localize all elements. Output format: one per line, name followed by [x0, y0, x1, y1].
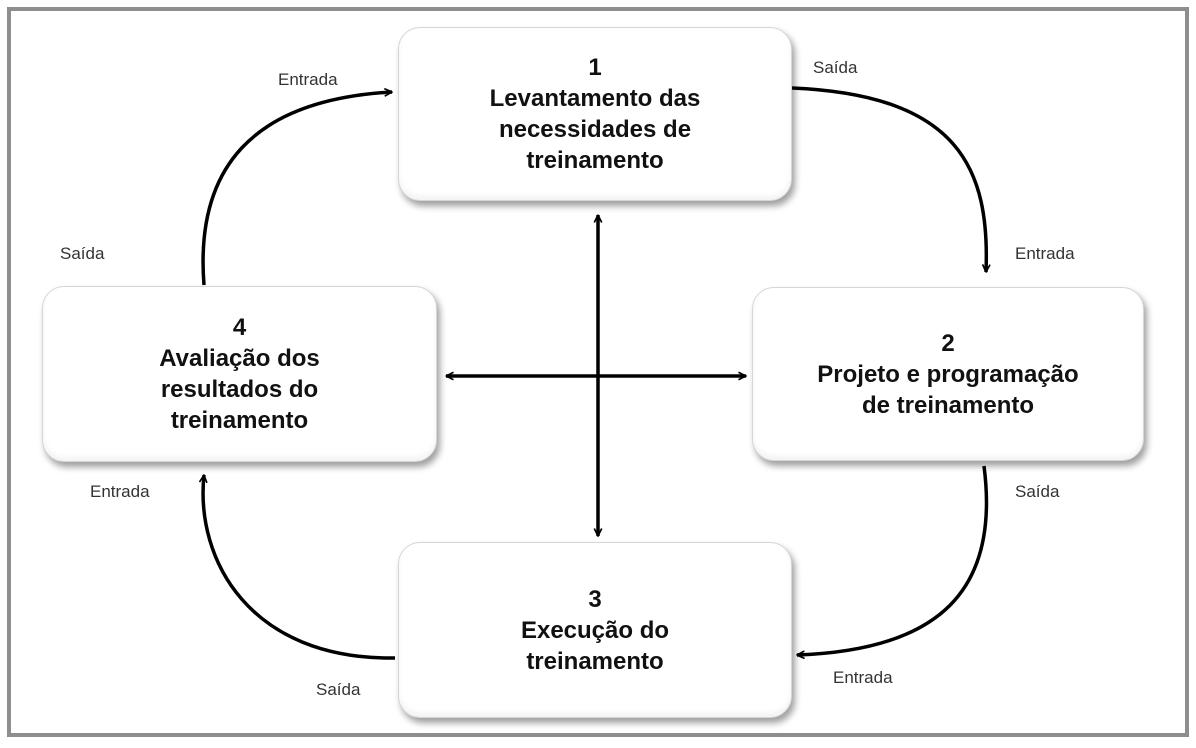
stage3-output-label: Saída	[316, 680, 361, 699]
stage-box-3: 3 Execução do treinamento	[398, 542, 792, 718]
arrow-stage4-to-stage1	[201, 92, 392, 286]
stage-title-2: Projeto e programação de treinamento	[817, 360, 1079, 419]
stage-number-1: 1	[588, 54, 602, 81]
stage-box-2: 2 Projeto e programação de treinamento	[752, 287, 1144, 461]
arrow-stage3-to-stage4	[203, 475, 396, 660]
stage3-input-label: Entrada	[833, 668, 893, 687]
stage-title-4: Avaliação dos resultados do treinamento	[159, 345, 320, 434]
stage1-input-label: Entrada	[278, 70, 338, 89]
stage2-output-label: Saída	[1015, 482, 1060, 501]
stage-box-1: 1 Levantamento das necessidades de trein…	[398, 27, 792, 201]
stage4-input-label: Entrada	[90, 482, 150, 501]
stage-title-3: Execução do treinamento	[520, 616, 670, 675]
arrow-stage2-to-stage3	[797, 465, 989, 655]
stage-number-3: 3	[588, 585, 602, 613]
stage4-output-label: Saída	[60, 244, 105, 263]
stage-number-4: 4	[232, 314, 247, 341]
stage2-input-label: Entrada	[1015, 244, 1075, 263]
stage1-output-label: Saída	[813, 58, 858, 77]
stage-title-1: Levantamento das necessidades de treinam…	[489, 85, 701, 174]
stage-number-2: 2	[941, 329, 955, 357]
arrow-stage1-to-stage2	[791, 86, 986, 272]
stage-box-4: 4 Avaliação dos resultados do treinament…	[42, 286, 437, 462]
